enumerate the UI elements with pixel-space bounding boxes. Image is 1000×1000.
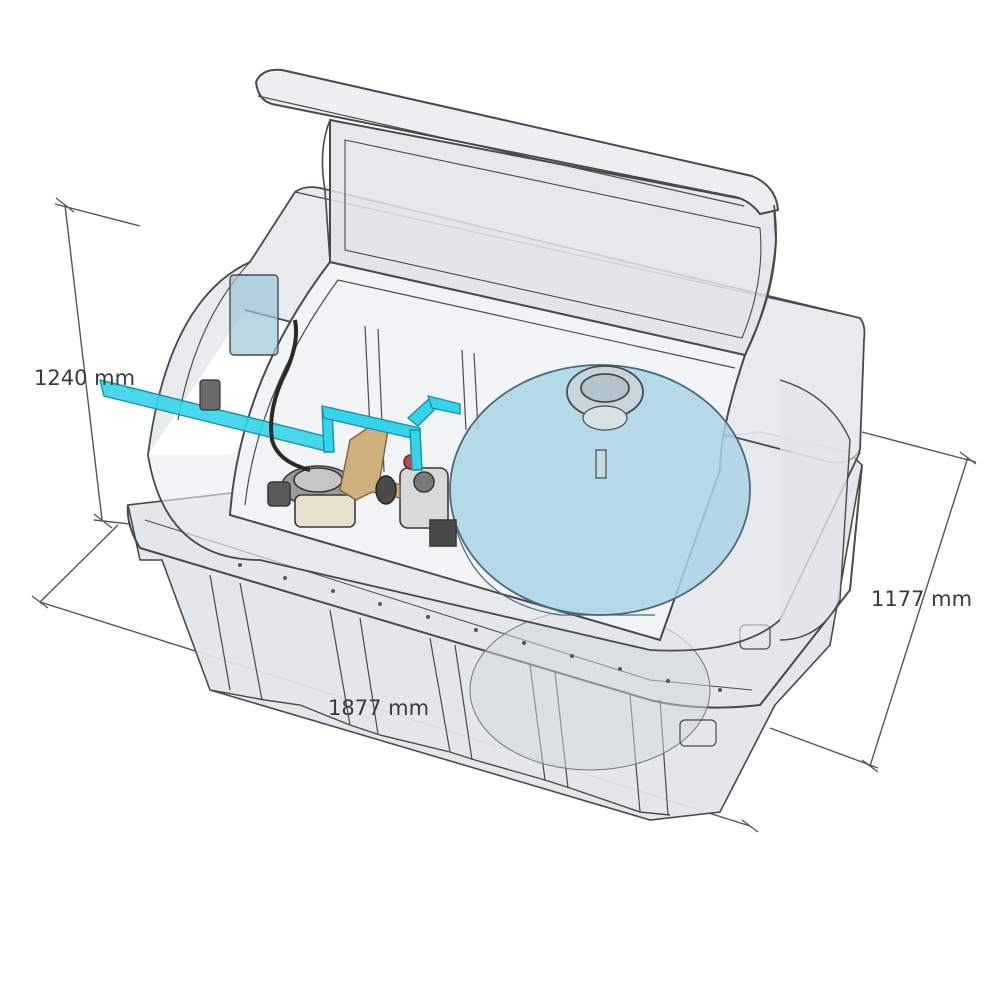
wall-outlet [199,379,221,411]
pipe-inlet-icon [99,379,461,471]
pump-icon [267,465,356,528]
dimension-height-label: 1240 mm [34,366,136,390]
dimension-length-label: 1877 mm [328,696,430,720]
multiport-valve-icon [399,454,457,547]
pool-filter-tank-icon [449,364,751,616]
dimension-depth-label: 1177 mm [871,587,973,611]
rivet-dots [238,563,722,692]
control-box [229,274,279,356]
hinged-lid-icon [254,68,780,357]
power-cable [269,319,311,472]
tan-pipe [339,424,401,505]
dimension-depth-line [769,431,977,773]
dimension-height-line [54,197,141,529]
